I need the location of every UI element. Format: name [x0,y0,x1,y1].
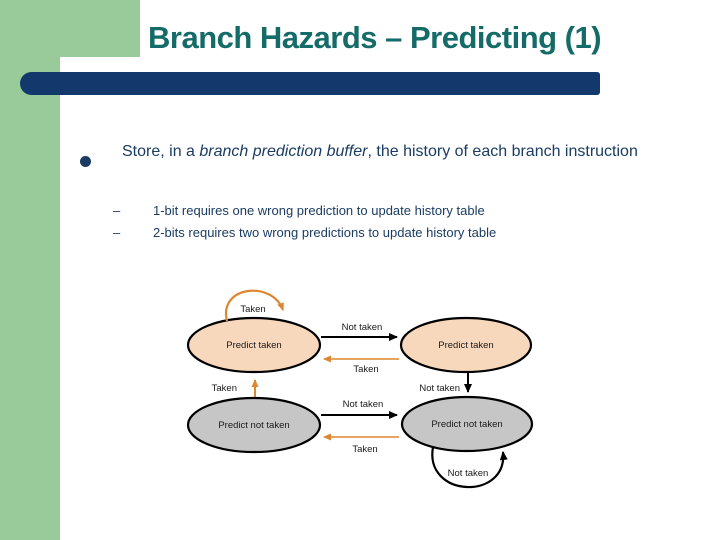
bullet-dot-icon [80,156,91,167]
edge-label-left-up: Taken [212,383,237,394]
sub-bullet-text-1: 1-bit requires one wrong prediction to u… [153,203,485,218]
state-ellipse-predict-not-taken-a [186,396,322,454]
arrow-self-loop-not-taken [431,446,508,489]
arrow-self-loop-taken [224,289,285,322]
lead-text-post: , the history of each branch instruction [367,143,638,160]
lead-text-pre: Store, in a [122,143,200,160]
state-ellipse-predict-taken-b [399,316,533,374]
state-label-predict-taken-a: Predict taken [226,340,281,351]
list-item: – 2-bits requires two wrong predictions … [113,222,673,244]
edge-label-right-down: Not taken [419,383,460,394]
edge-label-bottom-back: Taken [352,444,377,455]
state-label-predict-not-taken-a: Predict not taken [218,420,289,431]
sub-bullet-list: – 1-bit requires one wrong prediction to… [113,200,673,244]
dash-bullet-icon: – [113,203,121,218]
state-label-predict-not-taken-b: Predict not taken [431,419,502,430]
dash-bullet-icon: – [113,225,121,240]
state-ellipse-predict-taken-a [186,316,322,374]
edge-label-self-top: Taken [240,304,265,315]
list-item: – 1-bit requires one wrong prediction to… [113,200,673,222]
sub-bullet-text-2: 2-bits requires two wrong predictions to… [153,225,497,240]
state-label-predict-taken-b: Predict taken [438,340,493,351]
lead-text-italic: branch prediction buffer [199,143,368,160]
state-ellipse-predict-not-taken-b [400,395,534,453]
content-panel [60,57,720,540]
title-underline-bar [20,72,600,95]
edge-label-bottom-forward: Not taken [343,399,384,410]
lead-bullet-text: Store, in a branch prediction buffer, th… [122,141,680,163]
edge-label-top-forward: Not taken [342,322,383,333]
header-green-block [0,0,140,57]
edge-label-top-back: Taken [353,364,378,375]
edge-label-self-bottom: Not taken [448,468,489,479]
page-title: Branch Hazards – Predicting (1) [148,20,602,55]
